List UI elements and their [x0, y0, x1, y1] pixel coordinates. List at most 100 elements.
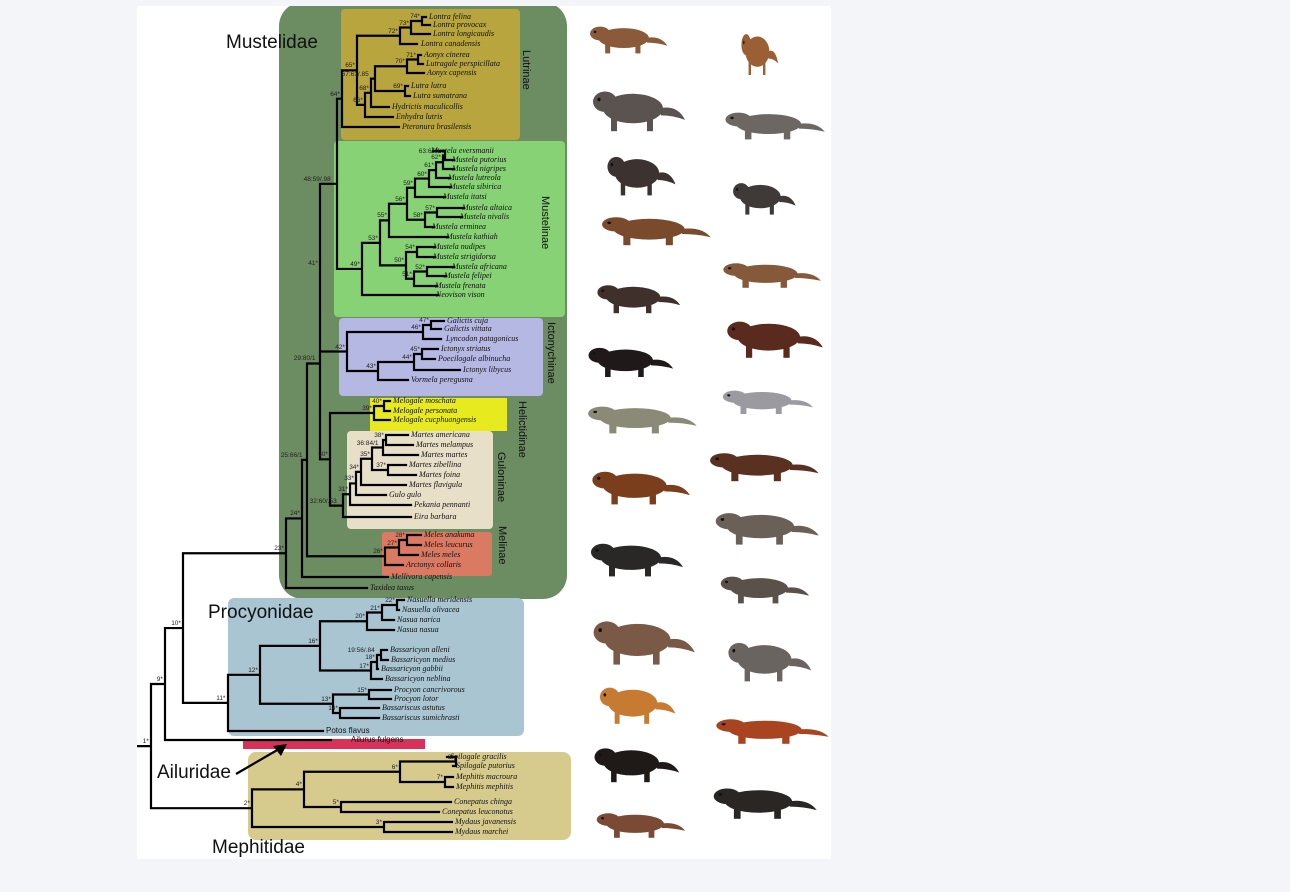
taxon-label: Melogale moschata: [393, 396, 456, 405]
taxon-label: Ailurus fulgens: [351, 735, 403, 744]
taxon-label: Mydaus marchei: [455, 827, 508, 836]
node-support-label: 34*: [349, 464, 359, 471]
taxon-label: Melogale cucphuongensis: [393, 415, 476, 424]
taxon-label: Pekania pennanti: [414, 500, 470, 509]
node-support-label: 18*: [365, 654, 375, 661]
taxon-label: Conepatus leuconotus: [442, 807, 513, 816]
node-support-label: 59*: [403, 180, 413, 187]
taxon-label: Lontra canadensis: [421, 39, 480, 48]
taxon-label: Galictis vittata: [444, 324, 492, 333]
node-support-label: 31*: [338, 486, 348, 493]
taxon-label: Mustela nivalis: [460, 212, 509, 221]
marbled-polecat-icon: [717, 378, 815, 418]
node-support-label: 20*: [355, 613, 365, 620]
node-support-label: 67:61/.85: [342, 71, 369, 78]
taxon-label: Gulo gulo: [389, 490, 421, 499]
node-support-label: 7*: [437, 774, 443, 781]
node-support-label: 4*: [296, 781, 302, 788]
node-support-label: 43*: [366, 363, 376, 370]
node-support-label: 30*: [318, 451, 328, 458]
honey-badger-icon: [585, 526, 685, 582]
node-support-label: 62*: [431, 154, 441, 161]
taxon-label: Melogale personata: [393, 406, 457, 415]
taxon-label: Meles meles: [421, 550, 460, 559]
node-support-label: 44*: [402, 354, 412, 361]
subfamily-label-ictonychinae: Ictonychinae: [545, 322, 557, 384]
node-support-label: 58*: [413, 212, 423, 219]
sea-otter-icon: [585, 12, 669, 58]
red-panda-icon: [589, 730, 681, 788]
taxon-label: Poecilogale albinucha: [438, 354, 510, 363]
ferret-badger-icon: [703, 438, 821, 486]
taxon-label: Lutragale perspicillata: [426, 59, 500, 68]
mink-icon: [595, 202, 713, 250]
marten-icon: [592, 270, 682, 318]
node-support-label: 65*: [345, 62, 355, 69]
wolverine-icon: [586, 454, 692, 510]
node-support-label: 60*: [417, 171, 427, 178]
taxon-label: Spilogale putorius: [456, 761, 515, 770]
taxon-label: Mephitis macroura: [456, 772, 517, 781]
taxon-label: Martes martes: [421, 450, 467, 459]
taxon-label: Procyon cancrivorous: [394, 685, 465, 694]
node-support-label: 11*: [216, 695, 225, 702]
taxon-label: Nasua nasua: [397, 625, 439, 634]
node-support-label: 27*: [387, 540, 397, 547]
taxon-label: Mephitis mephitis: [456, 782, 513, 791]
subfamily-label-guloninae: Guloninae: [495, 452, 507, 502]
taxon-label: Mustela nudipes: [433, 242, 486, 251]
polecat-icon: [719, 98, 827, 144]
taxon-label: Arctonyx collaris: [406, 560, 461, 569]
node-support-label: 28*: [395, 532, 405, 539]
taxon-label: Pteronura brasilensis: [402, 122, 471, 131]
taxon-label: Aonyx capensis: [427, 68, 477, 77]
taxon-label: Nasuella olivacea: [402, 605, 460, 614]
taxon-label: Eira barbara: [414, 512, 456, 521]
node-support-label: 19:56/.84: [348, 647, 375, 654]
taxon-label: Meles anakuma: [424, 530, 474, 539]
taxon-label: Mustela felipei: [444, 271, 492, 280]
node-support-label: 72*: [388, 28, 398, 35]
node-support-label: 10*: [171, 620, 181, 627]
node-support-label: 9*: [157, 676, 163, 683]
node-support-label: 46*: [411, 324, 421, 331]
node-support-label: 13*: [321, 696, 331, 703]
taxon-label: Lyncodon patagonicus: [446, 334, 518, 343]
river-otter-icon: [587, 70, 687, 138]
black-footed-ferret-icon: [729, 166, 797, 220]
node-support-label: 70*: [395, 58, 405, 65]
taxon-label: Mustela putorius: [452, 155, 506, 164]
phylogeny-figure: Mustelidae Procyonidae Ailuridae Mephiti…: [137, 6, 831, 859]
american-badger-icon: [715, 562, 811, 608]
subfamily-label-lutrinae: Lutrinae: [520, 50, 532, 90]
taxon-label: Bassaricyon gabbii: [381, 664, 443, 673]
taxon-label: Hydrictis maculicollis: [392, 102, 463, 111]
spotted-skunk-icon: [707, 772, 819, 824]
node-support-label: 21*: [370, 605, 380, 612]
taxon-label: Bassaricyon alleni: [390, 645, 450, 654]
node-support-label: 74*: [410, 13, 420, 20]
taxon-label: Nasua narica: [397, 615, 440, 624]
node-support-label: 68*: [359, 85, 369, 92]
node-support-label: 51*: [402, 271, 412, 278]
taxon-label: Taxidea taxus: [370, 583, 414, 592]
taxon-label: Potos flavus: [326, 726, 370, 735]
node-support-label: 25:66/1: [281, 452, 303, 459]
taxon-label: Mustela altaica: [462, 203, 512, 212]
node-support-label: 8*: [448, 754, 454, 761]
taxon-label: Martes americana: [411, 430, 470, 439]
taxon-label: Vormela peregusna: [411, 375, 473, 384]
taxon-label: Lutra lutra: [411, 81, 446, 90]
node-support-label: 2*: [244, 800, 250, 807]
family-label-mustelidae: Mustelidae: [226, 32, 318, 54]
taxon-label: Bassariscus astutus: [382, 703, 445, 712]
node-support-label: 22*: [385, 597, 395, 604]
node-support-label: 42*: [335, 344, 345, 351]
node-support-label: 41*: [308, 260, 318, 267]
node-support-label: 3*: [376, 819, 382, 826]
node-support-label: 1*: [143, 738, 149, 745]
taxon-label: Procyon lotor: [394, 694, 438, 703]
node-support-label: 47*: [419, 317, 429, 324]
node-support-label: 12*: [248, 667, 258, 674]
node-support-label: 14*: [328, 705, 338, 712]
